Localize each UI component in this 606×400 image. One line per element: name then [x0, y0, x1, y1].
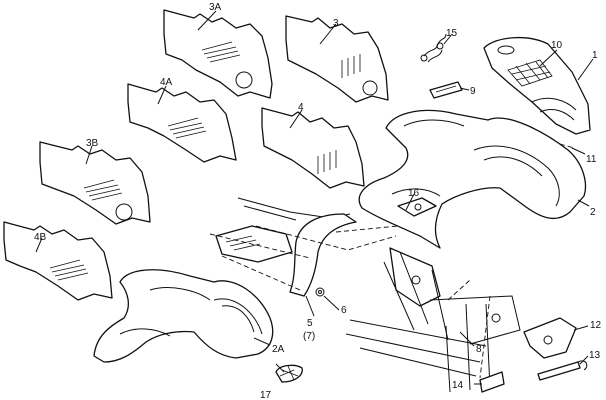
side-panel-4	[261, 107, 365, 189]
assembly-lines	[209, 143, 575, 379]
label-15: 15	[446, 28, 458, 39]
part-15-wire-harness	[420, 33, 447, 63]
label-8: 8	[476, 344, 482, 355]
part-2a-rear-fender	[93, 269, 274, 363]
label-3b: 3B	[86, 138, 99, 149]
label-10: 10	[551, 40, 563, 51]
part-5-mudguard	[289, 213, 357, 297]
label-4: 4	[298, 102, 304, 113]
label-5: 5	[307, 318, 313, 329]
part-13-rod	[537, 360, 588, 381]
side-panel-4a	[127, 83, 237, 163]
label-4a: 4A	[160, 77, 173, 88]
part-14-sticker	[479, 371, 505, 393]
label-3: 3	[333, 18, 339, 29]
label-2a: 2A	[272, 344, 285, 355]
label-17: 17	[260, 390, 272, 400]
label-7: (7)	[303, 331, 315, 342]
label-6: 6	[341, 305, 347, 316]
part-9-decal	[429, 81, 463, 99]
side-panel-3a	[163, 9, 273, 99]
label-11: 11	[586, 154, 597, 165]
part-12-clamp	[523, 317, 577, 359]
label-3a: 3A	[209, 2, 222, 13]
leader-lines	[35, 10, 594, 385]
part-2-rear-fender	[358, 109, 587, 249]
label-2: 2	[590, 207, 596, 218]
side-panel-3	[285, 15, 389, 103]
part-labels: 3A 3 15 10 1 4A 9 4 3B 11 16 2 4B 6 5 (7…	[34, 2, 602, 400]
part-17-pad	[275, 364, 303, 383]
side-panel-3b	[39, 141, 151, 225]
label-14: 14	[452, 380, 464, 391]
label-12: 12	[590, 320, 602, 331]
label-13: 13	[589, 350, 601, 361]
label-9: 9	[470, 86, 476, 97]
label-16: 16	[408, 188, 420, 199]
part-1-front-panel	[483, 36, 591, 135]
part-16-bracket	[397, 197, 437, 217]
label-4b: 4B	[34, 232, 47, 243]
part-8-frame	[345, 247, 521, 393]
part-6-bolt	[315, 287, 325, 297]
side-panel-4b	[3, 221, 113, 301]
label-1: 1	[592, 50, 598, 61]
